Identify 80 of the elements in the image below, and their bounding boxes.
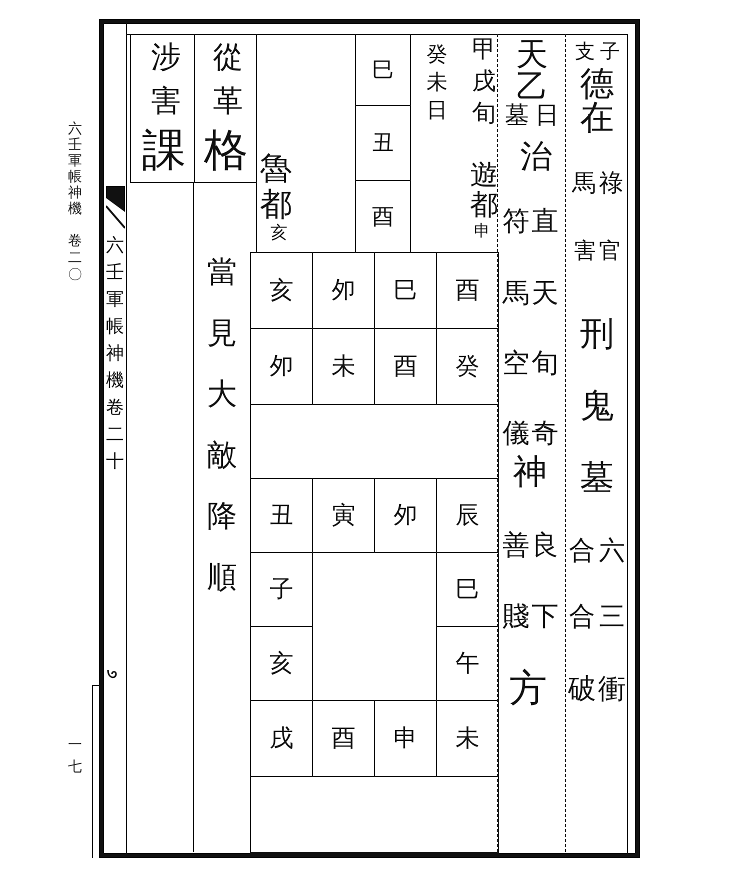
volume-number: 卷二〇 [68, 234, 82, 282]
annotation-text: 良 [532, 532, 558, 559]
annotation-text: 馬 [572, 172, 596, 196]
branch-character: 寅 [332, 504, 356, 528]
annotation-text: 天 [532, 280, 558, 307]
branch-character: 巳 [372, 59, 394, 81]
annotation-text: 子 [600, 42, 620, 62]
annotation-text: 支 [575, 42, 595, 62]
margin-title: 六壬軍帳神機 [68, 122, 82, 216]
vertical-text: 治 [520, 140, 552, 172]
page-number: 一七 [68, 738, 82, 774]
annotation-text: 直 [532, 208, 558, 235]
table-cell [436, 552, 499, 627]
annotation-text: 賤 [502, 603, 530, 630]
annotation-text: 合 [569, 538, 595, 564]
annotation-text: 祿 [599, 172, 623, 196]
annotation-text: 三 [599, 604, 625, 630]
branch-character: 子 [270, 578, 294, 602]
annotation-text: 害 [574, 240, 596, 262]
vertical-text: 格 [204, 129, 248, 173]
table-cell [250, 552, 313, 627]
branch-character: 戌 [270, 726, 294, 750]
empty-table-cell [250, 776, 499, 853]
annotation-text: 日 [535, 104, 559, 128]
vertical-text: 刑鬼墓 [580, 318, 614, 496]
vertical-text: 魯都 [260, 152, 292, 220]
branch-character: 午 [456, 652, 480, 676]
branch-character: 巳 [456, 578, 480, 602]
branch-character: 未 [332, 354, 356, 378]
annotation-text: 官 [599, 240, 621, 262]
annotation-text: 旬 [532, 350, 558, 377]
vertical-text: 當見大敵降順 [207, 258, 237, 593]
vertical-text: 涉害 [151, 43, 181, 117]
vertical-text: 癸未日 [426, 44, 448, 121]
spine-title: 六壬軍帳神機卷二十 [106, 236, 124, 470]
vertical-text: 德在 [580, 68, 614, 136]
annotation-text: 空 [502, 350, 530, 377]
branch-character: 辰 [456, 504, 480, 528]
annotation-text: 儀 [502, 420, 530, 447]
table-cell [250, 252, 313, 329]
annotation-text: 奇 [532, 420, 558, 447]
vertical-text: 天乙 [516, 38, 548, 102]
vertical-text: 神 [513, 456, 547, 490]
vertical-text: 課 [142, 129, 186, 173]
annotation-text: 衝 [598, 676, 626, 704]
annotation-text: 申 [474, 224, 490, 240]
annotation-text: 六 [599, 538, 625, 564]
vertical-text: 從革 [213, 43, 243, 117]
annotation-text: 合 [569, 604, 595, 630]
vertical-text: 方 [509, 670, 547, 708]
branch-character: 丑 [270, 504, 294, 528]
branch-character: 丑 [372, 132, 394, 154]
annotation-text: 亥 [270, 224, 288, 241]
annotation-text: 馬 [502, 280, 530, 307]
branch-character: 酉 [372, 206, 394, 228]
vertical-text: 甲戌旬 [472, 38, 496, 126]
branch-character: 酉 [456, 278, 480, 302]
branch-character: 夘 [332, 278, 356, 302]
branch-character: 夘 [394, 504, 418, 528]
branch-character: 亥 [270, 278, 294, 302]
branch-character: 未 [456, 726, 480, 750]
branch-character: 酉 [394, 354, 418, 378]
branch-character: 酉 [332, 726, 356, 750]
branch-character: 巳 [394, 278, 418, 302]
annotation-text: 下 [532, 603, 558, 630]
branch-character: 癸 [456, 354, 480, 378]
table-cell [436, 626, 499, 701]
table-cell [250, 626, 313, 701]
vertical-text: 遊都 [470, 162, 498, 220]
branch-character: 亥 [270, 652, 294, 676]
annotation-text: 符 [502, 208, 530, 235]
empty-table-cell [250, 404, 499, 479]
text-column [565, 34, 627, 852]
title-box [130, 34, 195, 183]
annotation-text: 破 [568, 676, 596, 704]
branch-character: 申 [394, 726, 418, 750]
branch-character: 夘 [270, 354, 294, 378]
table-cell [436, 252, 499, 329]
annotation-text: 善 [502, 532, 530, 559]
annotation-text: 墓 [505, 104, 529, 128]
